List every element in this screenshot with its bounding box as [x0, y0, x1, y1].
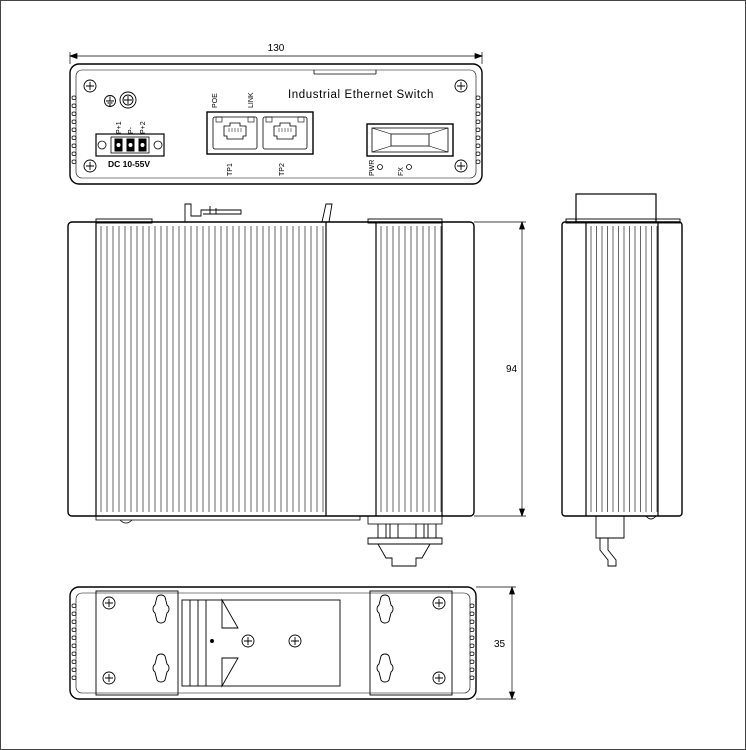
din-clip [95, 203, 443, 224]
rj45-port-block [206, 111, 314, 155]
bottom-right-vents [469, 603, 475, 680]
front-panel-body [69, 63, 483, 185]
power-input-label: DC 10-55V [108, 159, 150, 169]
vent-slot [71, 111, 77, 116]
fiber-connector-side [367, 524, 443, 567]
bottom-left-vents [71, 603, 77, 680]
vent-slot [71, 611, 77, 616]
vent-slot [469, 603, 475, 608]
width-dimension [68, 52, 484, 64]
led-label-link: LINK [248, 92, 255, 108]
vent-slot [71, 119, 77, 124]
vent-slot [475, 119, 481, 124]
vent-slot [469, 643, 475, 648]
vent-slot [71, 95, 77, 100]
vent-slot [71, 651, 77, 656]
vent-slot [475, 151, 481, 156]
vent-slot [71, 627, 77, 632]
vent-slot [71, 127, 77, 132]
vent-slot [71, 635, 77, 640]
vent-slot [71, 103, 77, 108]
depth-label: 35 [494, 639, 506, 650]
vent-slot [71, 619, 77, 624]
vent-slot [469, 611, 475, 616]
vent-slot [475, 95, 481, 100]
vent-slot [475, 159, 481, 164]
device-title: Industrial Ethernet Switch [288, 89, 434, 101]
vent-slot [71, 667, 77, 672]
vent-slot [475, 111, 481, 116]
vent-slot [469, 667, 475, 672]
end-view [561, 193, 683, 567]
vent-slot [475, 103, 481, 108]
vent-slot [71, 143, 77, 148]
right-mounting-plate [369, 590, 453, 696]
height-label: 94 [506, 364, 518, 375]
front-left-vents [71, 95, 77, 164]
width-label: 130 [268, 43, 285, 54]
vent-slot [475, 135, 481, 140]
vent-slot [71, 643, 77, 648]
front-panel-view: 130 [68, 43, 484, 185]
vent-slot [71, 675, 77, 680]
height-dimension [474, 220, 526, 518]
vent-slot [469, 619, 475, 624]
end-view-connector [595, 515, 657, 567]
side-bottom-details [95, 515, 443, 525]
vent-slot [475, 143, 481, 148]
power-terminal-block [95, 133, 165, 157]
fiber-port [366, 123, 454, 157]
left-mounting-plate [95, 590, 179, 696]
front-right-vents [475, 95, 481, 164]
ground-symbol-icon [104, 95, 116, 107]
led-label-pwr: PWR [369, 160, 376, 176]
port-label-tp1: TP1 [227, 163, 234, 176]
vent-slot [71, 135, 77, 140]
vent-slot [71, 159, 77, 164]
vent-slot [469, 627, 475, 632]
pwr-led-icon [377, 164, 383, 170]
ground-screw-icon [119, 91, 137, 109]
vent-slot [469, 651, 475, 656]
end-view-body [561, 221, 683, 517]
vent-slot [469, 675, 475, 680]
vent-slot [469, 659, 475, 664]
terminal-label-p2: P+2 [140, 121, 147, 134]
led-label-fx: FX [398, 167, 405, 176]
side-view-body [67, 221, 475, 517]
vent-slot [71, 151, 77, 156]
led-label-poe: POE [212, 93, 219, 108]
depth-dimension [476, 585, 516, 701]
terminal-label-pminus: P- [128, 126, 135, 134]
terminal-label-p1: P+1 [116, 121, 123, 134]
side-view: 94 [67, 203, 526, 567]
bottom-view: 35 [69, 585, 516, 701]
end-view-fins [590, 226, 658, 512]
din-rail-plate [181, 598, 341, 688]
front-panel-screws [83, 79, 468, 173]
vent-slot [475, 127, 481, 132]
vent-slot [71, 659, 77, 664]
port-label-tp2: TP2 [279, 163, 286, 176]
vent-slot [71, 603, 77, 608]
bottom-view-body [69, 586, 477, 700]
fx-led-icon [406, 164, 412, 170]
vent-slot [469, 635, 475, 640]
side-view-fins [100, 226, 442, 512]
